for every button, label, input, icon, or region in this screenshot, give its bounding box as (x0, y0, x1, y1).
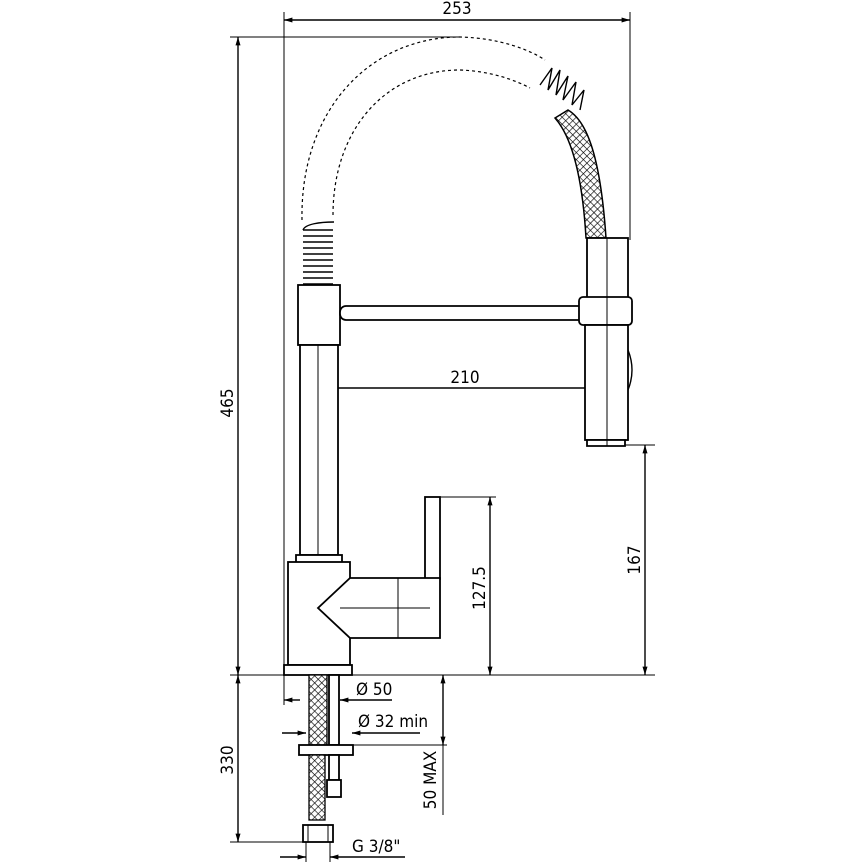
dimension-deck-thickness: 50 MAX (352, 675, 447, 815)
dim-label-253: 253 (442, 0, 471, 19)
dimension-overall-width: 253 (283, 0, 631, 675)
dim-label-thread: G 3/8" (352, 837, 400, 857)
braided-hose (553, 109, 607, 239)
dim-label-167: 167 (625, 545, 645, 574)
rod-lower (328, 754, 340, 781)
column-tube (299, 344, 339, 556)
spring-right (539, 67, 585, 111)
supply-hose-lower (308, 754, 326, 821)
dim-label-50-max: 50 MAX (421, 751, 441, 809)
dim-label-diameter-32: Ø 32 min (358, 712, 428, 732)
dimension-thread: G 3/8" (280, 837, 405, 862)
supply-hose-upper (308, 674, 328, 746)
dim-label-330: 330 (218, 745, 238, 774)
mounting-nut (326, 779, 342, 798)
dim-label-127-5: 127.5 (470, 566, 490, 610)
threaded-rod (328, 674, 340, 746)
dimension-spout-height: 167 (600, 444, 655, 675)
dim-label-diameter-50: Ø 50 (356, 680, 392, 700)
dimension-lever-height: 127.5 (440, 496, 496, 675)
mounting-plate (298, 744, 354, 756)
spring-left (302, 221, 335, 285)
connection-fitting (302, 824, 334, 843)
hose-swing-outer-arc (301, 36, 546, 221)
dimension-hole-diameter: Ø 32 min (282, 712, 428, 736)
spout-arm (339, 305, 586, 321)
column-top-block (297, 284, 341, 346)
dimension-spout-reach: 210 (318, 368, 604, 391)
dimension-below-deck: 330 (218, 675, 305, 843)
hose-swing-inner-arc (332, 69, 531, 216)
dim-label-210: 210 (450, 368, 479, 388)
dim-label-465: 465 (218, 388, 238, 417)
spray-head (578, 237, 633, 447)
dimension-base-diameter: Ø 50 (283, 675, 392, 705)
lever-handle[interactable] (316, 496, 441, 639)
